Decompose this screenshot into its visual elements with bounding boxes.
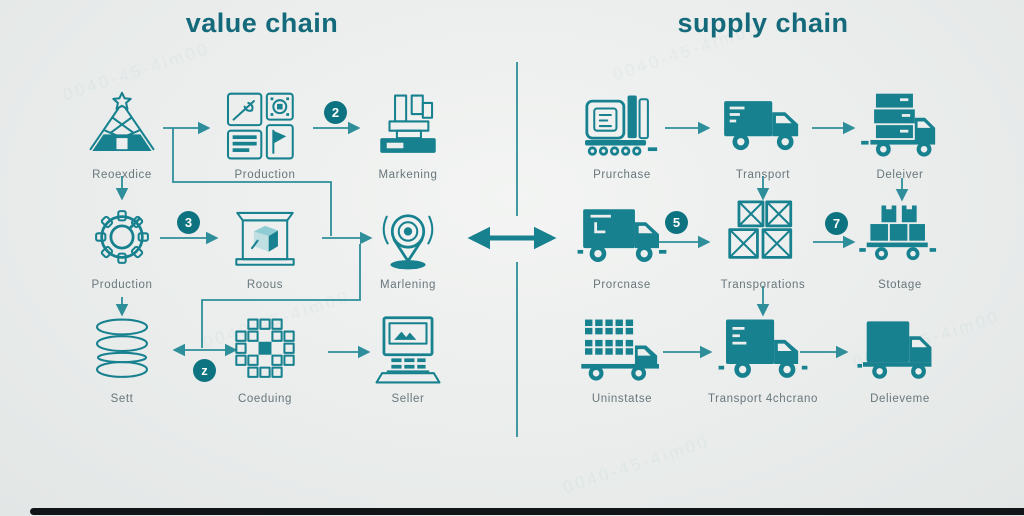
- pixel-grid-icon: [205, 312, 325, 388]
- stacked-discs-icon: [62, 312, 182, 388]
- node-label: Deleiver: [876, 169, 924, 181]
- node-goods: Roous: [205, 198, 325, 291]
- crates-icon: [703, 198, 823, 274]
- node-label: Production: [91, 279, 153, 291]
- step-badge: 7: [825, 212, 848, 235]
- crate-display-icon: [205, 198, 325, 274]
- node-marketing-pin: Marlening: [348, 198, 468, 291]
- node-label: Sett: [110, 393, 134, 405]
- node-label: Markening: [378, 169, 438, 181]
- gear-icon: [62, 198, 182, 274]
- node-purchase: Prurchase: [562, 88, 682, 181]
- truck-icon: [562, 198, 682, 274]
- truck-icon: [703, 88, 823, 164]
- node-delivery: Delieveme: [840, 312, 960, 405]
- node-transportation: Transporations: [703, 198, 823, 291]
- step-badge: 3: [177, 211, 200, 234]
- node-label: Prurchase: [593, 169, 651, 181]
- node-production-gear: Production: [62, 198, 182, 291]
- node-label: Transporations: [720, 279, 806, 291]
- node-label: Reoexdice: [92, 169, 152, 181]
- step-badge: 2: [324, 101, 347, 124]
- node-stock: Sett: [62, 312, 182, 405]
- bottom-bar: [30, 508, 1024, 515]
- value-chain-title: value chain: [185, 8, 339, 38]
- node-production: Production: [205, 88, 325, 181]
- production-grid-icon: [205, 88, 325, 164]
- node-label: Stotage: [878, 279, 922, 291]
- node-label: Delieveme: [870, 393, 930, 405]
- node-marketing: Markening: [348, 88, 468, 181]
- node-transport: Transport: [703, 88, 823, 181]
- step-badge: z: [193, 359, 216, 382]
- node-coding: Coeduing: [205, 312, 325, 405]
- step-badge: 5: [665, 211, 688, 234]
- grid-truck-icon: [562, 312, 682, 388]
- drawer-truck-icon: [840, 88, 960, 164]
- machine-icon: [348, 88, 468, 164]
- node-resource: Reoexdice: [62, 88, 182, 181]
- node-label: Prorcnase: [593, 279, 651, 291]
- node-storage: Stotage: [840, 198, 960, 291]
- cargo-dolly-icon: [562, 88, 682, 164]
- truck-icon: [703, 312, 823, 388]
- watermark-text: 0040-45-4im00: [560, 431, 713, 498]
- derrick-icon: [62, 88, 182, 164]
- location-pin-icon: [348, 198, 468, 274]
- node-purchase-truck: Prorcnase: [562, 198, 682, 291]
- supply-chain-title: supply chain: [677, 8, 849, 38]
- node-label: Roous: [246, 279, 284, 291]
- node-label: Transport 4chcrano: [707, 393, 819, 405]
- storage-cart-icon: [840, 198, 960, 274]
- node-seller: Seller: [348, 312, 468, 405]
- node-label: Marlening: [380, 279, 436, 291]
- node-label: Coeduing: [237, 393, 293, 405]
- kiosk-icon: [348, 312, 468, 388]
- node-transport-mid: Transport 4chcrano: [703, 312, 823, 405]
- node-label: Transport: [735, 169, 791, 181]
- node-label: Uninstatse: [591, 393, 653, 405]
- node-deliver: Deleiver: [840, 88, 960, 181]
- node-label: Seller: [391, 393, 425, 405]
- node-label: Production: [234, 169, 296, 181]
- truck-icon: [840, 312, 960, 388]
- node-unload: Uninstatse: [562, 312, 682, 405]
